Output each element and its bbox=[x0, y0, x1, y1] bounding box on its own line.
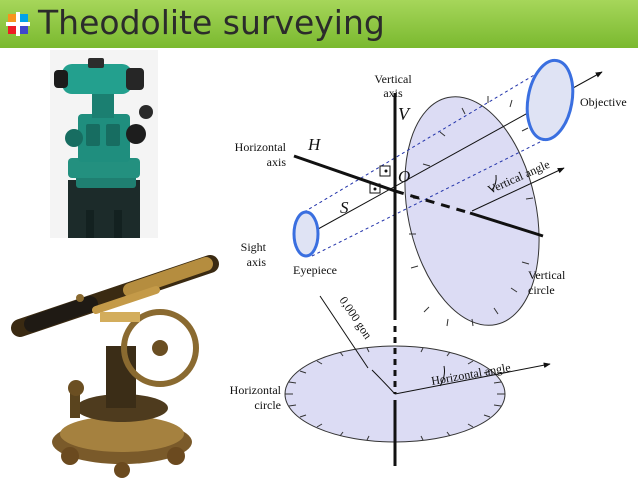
right-angle-markers bbox=[369, 165, 391, 194]
vertical-axis-label-line2: axis bbox=[383, 86, 403, 100]
zero-gon-label: 0,000 gon bbox=[337, 294, 375, 342]
vertical-circle-label-line2: circle bbox=[528, 283, 555, 297]
horizontal-axis-letter: H bbox=[307, 135, 322, 154]
sight-axis-label-line2: axis bbox=[247, 255, 267, 269]
vertical-axis-label-line1: Vertical bbox=[374, 72, 412, 86]
horizontal-axis-label-line1: Horizontal bbox=[235, 140, 287, 154]
title-bar: Theodolite surveying bbox=[0, 0, 638, 48]
objective-lens bbox=[525, 58, 575, 142]
vertical-axis-letter: V bbox=[398, 104, 411, 124]
horizontal-circle-label-line1: Horizontal bbox=[230, 383, 282, 397]
objective-label: Objective bbox=[580, 95, 627, 109]
sight-axis-letter: S bbox=[340, 198, 349, 217]
vertical-circle bbox=[404, 96, 565, 327]
horizontal-axis-line bbox=[293, 154, 544, 238]
vertical-circle-label-line1: Vertical bbox=[528, 268, 566, 282]
sight-axis-label-line1: Sight bbox=[241, 240, 267, 254]
plus-bullet-icon bbox=[6, 12, 30, 36]
eyepiece-label: Eyepiece bbox=[293, 263, 337, 277]
horizontal-circle-label-line2: circle bbox=[254, 398, 281, 412]
green-theodolite-photo bbox=[50, 50, 158, 238]
origin-letter: O bbox=[398, 167, 410, 186]
eyepiece-lens bbox=[292, 210, 320, 258]
brass-theodolite-photo bbox=[10, 238, 230, 479]
horizontal-axis-label-line2: axis bbox=[267, 155, 287, 169]
slide-title: Theodolite surveying bbox=[38, 3, 385, 42]
